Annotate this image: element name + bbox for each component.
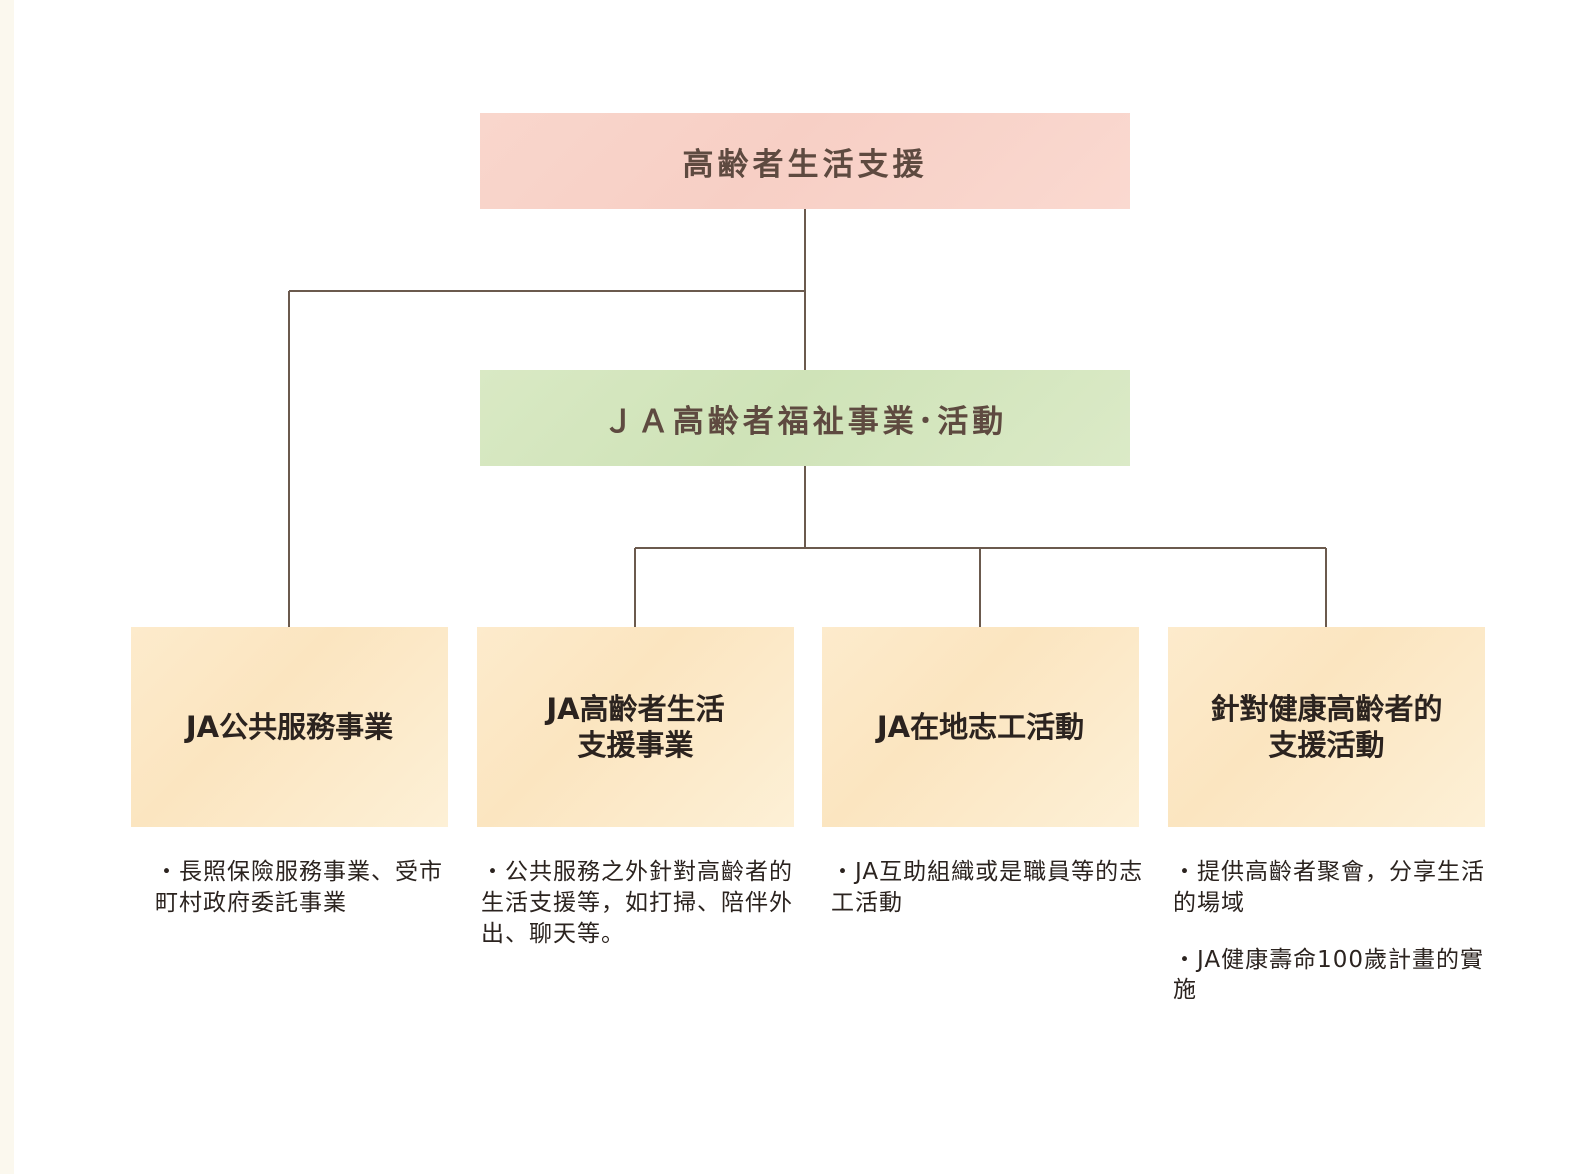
description-line: ・長照保險服務事業、受市町村政府委託事業	[155, 859, 443, 916]
card-ja-local-volunteer: JA在地志工活動	[822, 627, 1139, 827]
description-local-volunteer: ・JA互助組織或是職員等的志工活動	[831, 857, 1151, 945]
card-label: 針對健康高齡者的 支援活動	[1210, 691, 1443, 762]
card-ja-public-service: JA公共服務事業	[131, 627, 448, 827]
description-healthy-elderly-support: ・提供高齡者聚會，分享生活的場域 ・JA健康壽命100歲計畫的實施	[1173, 857, 1489, 1032]
middle-node-ja-elderly-welfare: ＪＡ高齢者福祉事業･活動	[480, 370, 1130, 466]
card-label: JA在地志工活動	[876, 709, 1085, 744]
card-healthy-elderly-support: 針對健康高齡者的 支援活動	[1168, 627, 1485, 827]
middle-node-label: ＪＡ高齢者福祉事業･活動	[602, 403, 1008, 440]
description-public-service: ・長照保險服務事業、受市町村政府委託事業	[155, 857, 455, 945]
card-ja-elderly-life-support: JA高齡者生活 支援事業	[477, 627, 794, 827]
description-line: ・提供高齡者聚會，分享生活的場域	[1173, 859, 1485, 916]
card-label: JA公共服務事業	[185, 709, 394, 744]
description-line: ・JA互助組織或是職員等的志工活動	[831, 859, 1144, 916]
left-edge-strip	[0, 0, 14, 1174]
top-node-elderly-life-support: 高齢者生活支援	[480, 113, 1130, 209]
top-node-label: 高齢者生活支援	[682, 146, 928, 183]
card-label: JA高齡者生活 支援事業	[546, 691, 725, 762]
description-line: ・公共服務之外針對高齡者的生活支援等，如打掃、陪伴外出、聊天等。	[481, 859, 793, 947]
description-elderly-life-support: ・公共服務之外針對高齡者的生活支援等，如打掃、陪伴外出、聊天等。	[481, 857, 801, 975]
description-line: ・JA健康壽命100歲計畫的實施	[1173, 946, 1485, 1004]
